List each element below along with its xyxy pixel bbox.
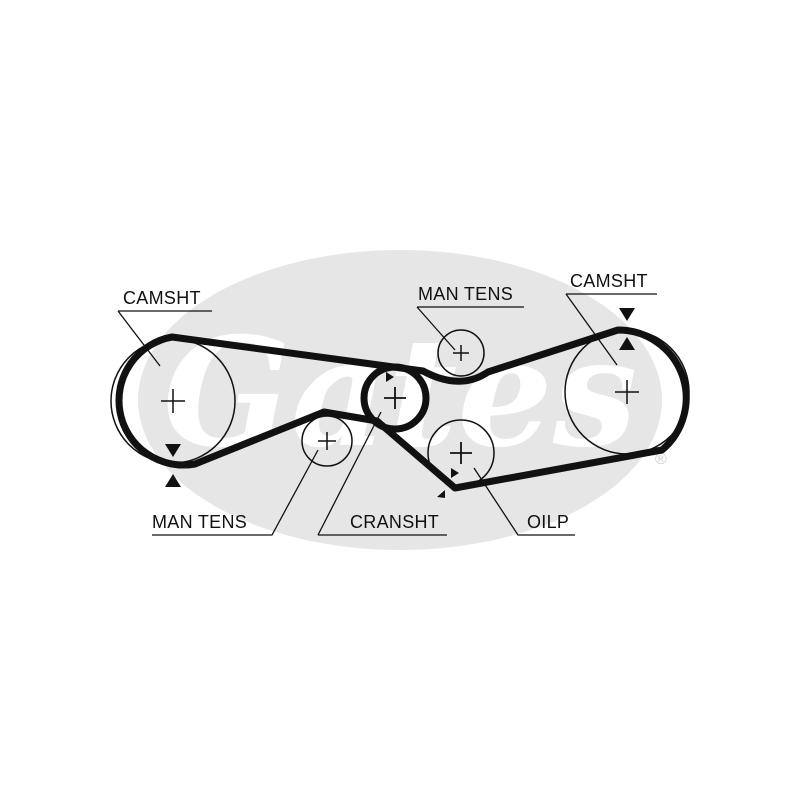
center-cross-icon	[384, 387, 406, 409]
label-man-tens-bottom: MAN TENS	[152, 512, 247, 532]
center-cross-icon	[453, 345, 469, 361]
timing-marks-right	[619, 308, 635, 350]
leader-man-tens-bottom	[152, 449, 319, 536]
center-cross-icon	[615, 380, 639, 404]
leader-cransht-pointer	[317, 411, 382, 536]
leader-man-tens-top-pointer	[416, 306, 456, 351]
leader-oilp	[473, 467, 575, 536]
leader-camsht-left-pointer	[117, 310, 161, 367]
gates-watermark-logo: Gates ®	[138, 250, 667, 550]
camshaft-pulley-right	[564, 329, 690, 455]
center-cross-icon	[450, 442, 472, 464]
label-man-tens-top: MAN TENS	[418, 284, 513, 304]
label-oilp: OILP	[527, 512, 569, 532]
timing-mark-icon	[451, 468, 459, 478]
center-cross-icon	[161, 389, 185, 413]
timing-marks-left	[165, 444, 181, 487]
crankshaft-pulley	[360, 363, 430, 433]
oil-pump-pulley	[427, 419, 495, 498]
label-camsht-right: CAMSHT	[570, 271, 648, 291]
timing-mark-icon	[386, 372, 394, 382]
label-camsht-left: CAMSHT	[123, 288, 201, 308]
tensioner-pulley-top	[437, 329, 485, 377]
camshaft-pulley-left	[110, 338, 236, 464]
center-cross-icon	[318, 432, 336, 450]
watermark-trademark: ®	[655, 451, 667, 468]
tensioner-pulley-bottom	[301, 415, 353, 467]
timing-mark-icon	[437, 490, 445, 498]
leader-lines	[117, 293, 657, 536]
leader-camsht-right-pointer	[565, 293, 618, 366]
label-cransht: CRANSHT	[350, 512, 439, 532]
watermark-text: Gates	[163, 305, 637, 481]
